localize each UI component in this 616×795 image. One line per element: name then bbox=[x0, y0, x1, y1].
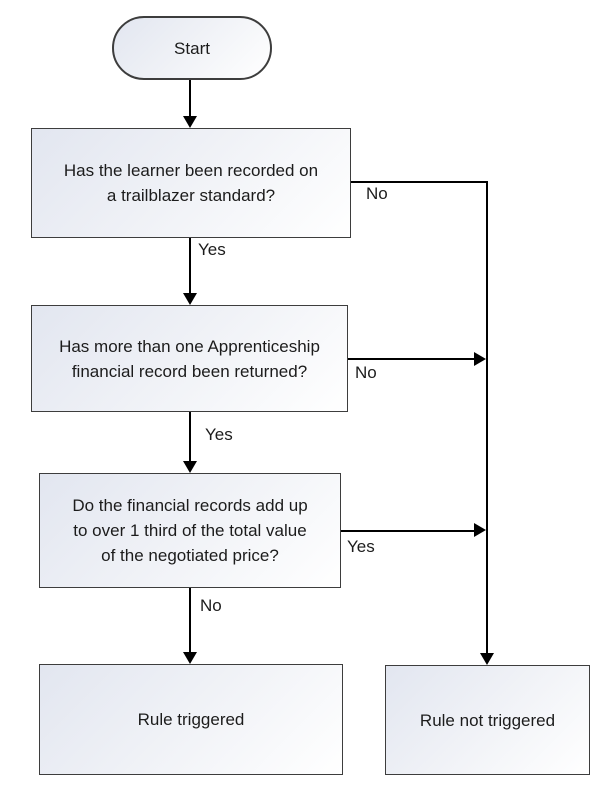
edge-label-q2-no: No bbox=[355, 363, 377, 382]
question-trailblazer-standard: Has the learner been recorded on a trail… bbox=[31, 128, 351, 238]
question-text-line: Do the financial records add up bbox=[72, 496, 308, 515]
arrowhead-right-icon bbox=[474, 352, 486, 366]
edge-label-q1-yes: Yes bbox=[198, 240, 226, 259]
connector-q1-no-horizontal bbox=[351, 181, 488, 183]
arrowhead-down-icon bbox=[183, 652, 197, 664]
edge-label-q3-yes: Yes bbox=[347, 537, 375, 556]
start-node: Start bbox=[112, 16, 272, 80]
edge-label-q3-no: No bbox=[200, 596, 222, 615]
connector-q2-no-horizontal bbox=[348, 358, 475, 360]
rule-not-triggered-label: Rule not triggered bbox=[419, 710, 556, 730]
question-text-line: of the negotiated price? bbox=[101, 546, 279, 565]
question-text-line: a trailblazer standard? bbox=[106, 186, 276, 205]
rule-not-triggered-node: Rule not triggered bbox=[385, 665, 590, 775]
connector-q3-yes-horizontal bbox=[341, 530, 475, 532]
question-records-exceed-third-of-price: Do the financial records add up to over … bbox=[39, 473, 341, 588]
rule-triggered-node: Rule triggered bbox=[39, 664, 343, 775]
arrowhead-down-icon bbox=[183, 461, 197, 473]
rule-triggered-label: Rule triggered bbox=[137, 710, 245, 729]
connector-q1-yes-to-q2 bbox=[189, 238, 191, 294]
connector-q3-no-to-rule-triggered bbox=[189, 588, 191, 653]
connector-trunk-to-rule-not-triggered bbox=[486, 181, 488, 653]
question-text-line: to over 1 third of the total value bbox=[73, 521, 307, 540]
edge-label-q2-yes: Yes bbox=[205, 425, 233, 444]
question-multiple-financial-records: Has more than one Apprenticeship financi… bbox=[31, 305, 348, 412]
question-text-line: financial record been returned? bbox=[71, 361, 308, 381]
connector-q2-yes-to-q3 bbox=[189, 412, 191, 462]
arrowhead-down-icon bbox=[183, 293, 197, 305]
arrowhead-down-icon bbox=[480, 653, 494, 665]
arrowhead-right-icon bbox=[474, 523, 486, 537]
question-text-line: Has the learner been recorded on bbox=[63, 161, 319, 180]
connector-start-to-q1 bbox=[189, 80, 191, 118]
edge-label-q1-no: No bbox=[366, 184, 388, 203]
question-text-line: Has more than one Apprenticeship bbox=[59, 336, 320, 356]
arrowhead-down-icon bbox=[183, 116, 197, 128]
start-label: Start bbox=[174, 38, 210, 58]
